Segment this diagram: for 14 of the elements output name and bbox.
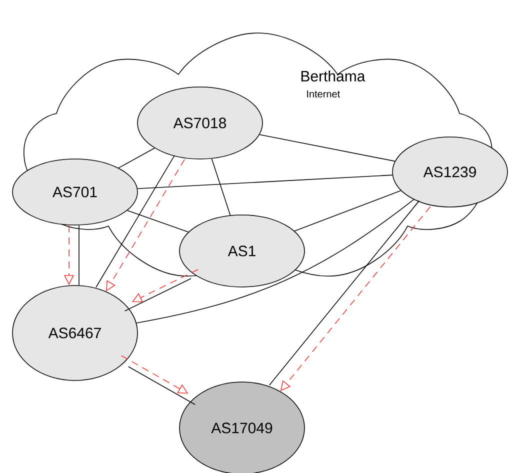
- connector-line: [294, 190, 402, 232]
- connector-line: [128, 366, 196, 406]
- connector-line: [124, 278, 192, 312]
- connector-line: [259, 134, 396, 162]
- connector-line: [126, 210, 189, 232]
- connector-line: [137, 174, 393, 190]
- connector-line: [268, 200, 420, 386]
- connector-line: [211, 158, 231, 216]
- cloud-label: Internet: [307, 90, 340, 98]
- connector-line: [78, 224, 80, 286]
- cloud-label: Berthama: [301, 70, 366, 82]
- connector-line: [118, 148, 155, 168]
- connector-line: [136, 199, 414, 324]
- connector-line: [96, 155, 175, 288]
